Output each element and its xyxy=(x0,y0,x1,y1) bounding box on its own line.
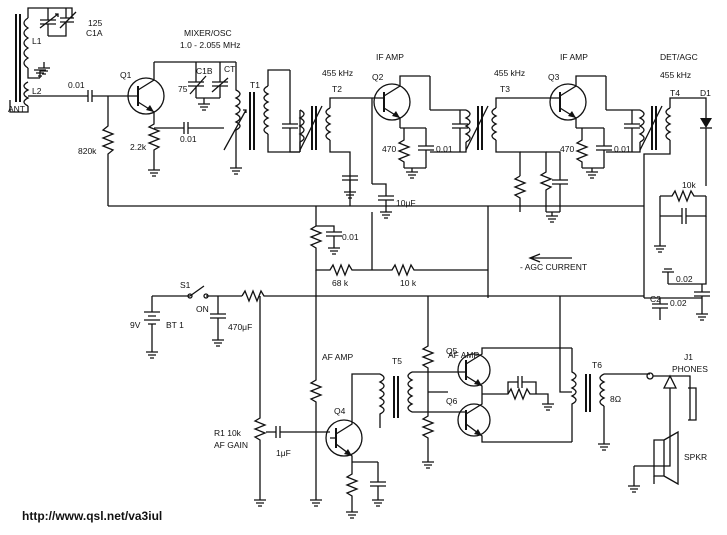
label-r820k: 820k xyxy=(78,146,97,156)
label-c2: C2 xyxy=(650,294,661,304)
label-q6: Q6 xyxy=(446,396,458,406)
label-t6: T6 xyxy=(592,360,602,370)
label-ifamp1: IF AMP xyxy=(376,52,404,62)
label-q4: Q4 xyxy=(334,406,346,416)
label-r10ka: 10 k xyxy=(400,278,417,288)
label-r10kb: 10k xyxy=(682,180,696,190)
label-c1u: 1μF xyxy=(276,448,291,458)
label-c001b: 0.01 xyxy=(180,134,197,144)
label-q2: Q2 xyxy=(372,72,384,82)
agc-bus xyxy=(108,205,644,298)
label-t2: T2 xyxy=(332,84,342,94)
label-d1: D1 xyxy=(700,88,711,98)
mixer-osc-stage xyxy=(80,61,300,206)
label-q1: Q1 xyxy=(120,70,132,80)
label-f455c: 455 kHz xyxy=(660,70,691,80)
label-c001a: 0.01 xyxy=(68,80,85,90)
label-q3: Q3 xyxy=(548,72,560,82)
label-agc: - AGC CURRENT xyxy=(520,262,587,272)
if-amp-1-stage xyxy=(282,70,434,219)
label-c1b: C1B xyxy=(196,66,213,76)
af-driver-stage xyxy=(253,296,460,519)
label-freq: 1.0 - 2.055 MHz xyxy=(180,40,240,50)
label-j1: J1 xyxy=(684,352,693,362)
antenna-coil-section xyxy=(9,7,80,113)
label-s1: S1 xyxy=(180,280,191,290)
label-c002a: 0.02 xyxy=(676,274,693,284)
label-r1: R1 10k xyxy=(214,428,242,438)
detector-agc-stage xyxy=(605,76,712,321)
label-f455b: 455 kHz xyxy=(494,68,525,78)
label-ct: CT xyxy=(224,64,235,74)
label-afamp2: AF AMP xyxy=(448,350,480,360)
label-r470b: 470 xyxy=(560,144,574,154)
source-url: http://www.qsl.net/va3iul xyxy=(22,509,162,523)
label-c001e: 0.01 xyxy=(614,144,631,154)
label-batt: 9V xyxy=(130,320,141,330)
label-ant: ANT xyxy=(8,104,25,114)
label-r22k: 2.2k xyxy=(130,142,147,152)
label-c75: 75 xyxy=(178,84,188,94)
label-l2: L2 xyxy=(32,86,42,96)
label-c002b: 0.02 xyxy=(670,298,687,308)
label-ohm8: 8Ω xyxy=(610,394,621,404)
label-on: ON xyxy=(196,304,209,314)
label-c001d: 0.01 xyxy=(342,232,359,242)
label-bt1: BT 1 xyxy=(166,320,184,330)
label-f455a: 455 kHz xyxy=(322,68,353,78)
label-t4: T4 xyxy=(670,88,680,98)
if-amp-2-stage xyxy=(429,75,612,223)
label-t3: T3 xyxy=(500,84,510,94)
label-r470a: 470 xyxy=(382,144,396,154)
power-section xyxy=(144,285,644,359)
label-t5: T5 xyxy=(392,356,402,366)
label-ifamp2: IF AMP xyxy=(560,52,588,62)
label-detagc: DET/AGC xyxy=(660,52,698,62)
label-q5: Q5 xyxy=(446,346,458,356)
label-r68k: 68 k xyxy=(332,278,349,288)
label-afgain: AF GAIN xyxy=(214,440,248,450)
label-cap10u: 10μF xyxy=(396,198,416,208)
label-t1: T1 xyxy=(250,80,260,90)
label-c001c: 0.01 xyxy=(436,144,453,154)
label-l1: L1 xyxy=(32,36,42,46)
label-c125: 125 xyxy=(88,18,102,28)
label-afamp1: AF AMP xyxy=(322,352,354,362)
label-phones: PHONES xyxy=(672,364,708,374)
label-mixer: MIXER/OSC xyxy=(184,28,232,38)
af-output-stage xyxy=(457,296,697,493)
label-c1a: C1A xyxy=(86,28,103,38)
label-c470u: 470μF xyxy=(228,322,252,332)
label-spkr: SPKR xyxy=(684,452,707,462)
